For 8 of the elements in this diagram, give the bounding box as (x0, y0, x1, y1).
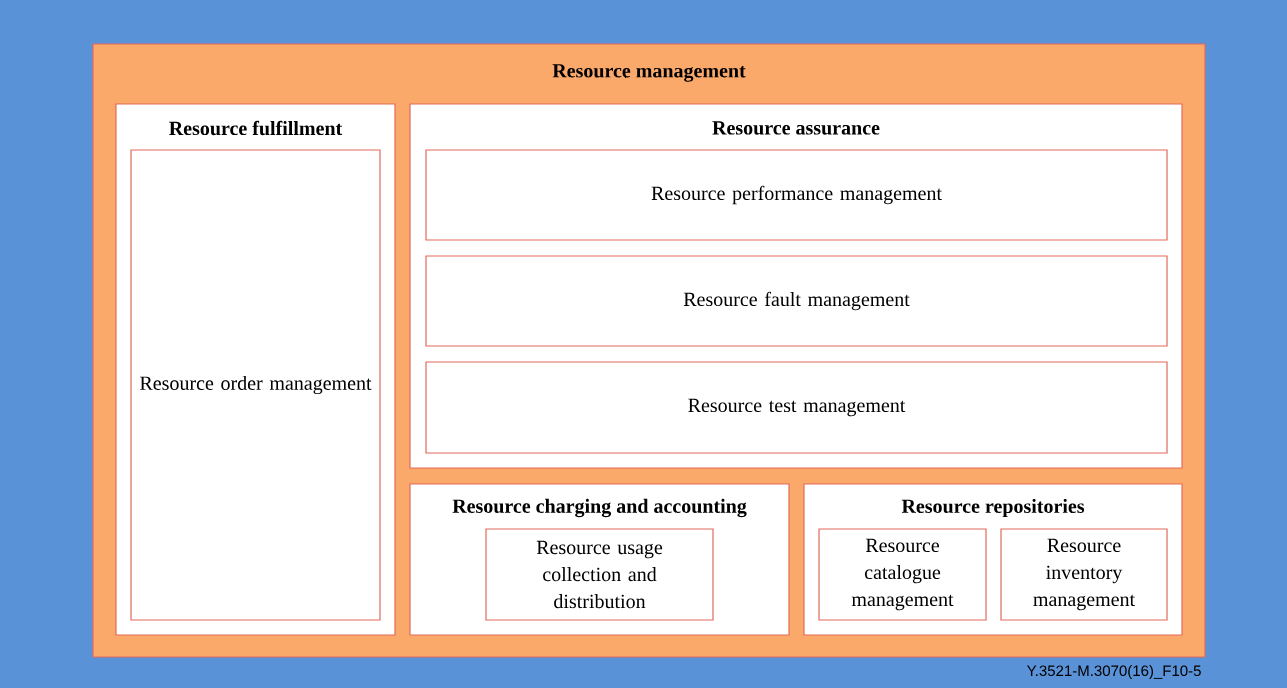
function-box: Resource catalogue management (818, 528, 987, 621)
function-box: Resource fault management (425, 255, 1168, 347)
function-box: Resource performance management (425, 149, 1168, 241)
figure-id: Y.3521-M.3070(16)_F10-5 (1026, 665, 1201, 679)
function-box: Resource inventory management (1000, 528, 1168, 621)
function-box: Resource test management (425, 361, 1168, 454)
function-box: Resource order management (130, 149, 381, 621)
function-box: Resource usage collection and distribution (485, 528, 714, 621)
